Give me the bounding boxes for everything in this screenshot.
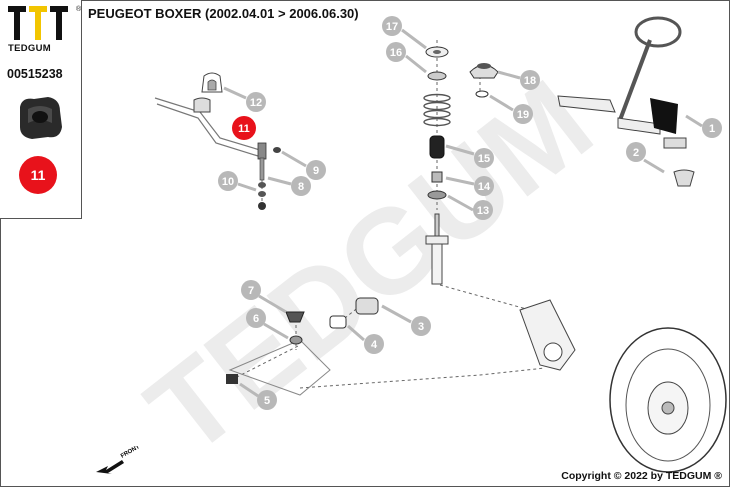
svg-text:19: 19 [517,109,529,121]
svg-text:14: 14 [478,181,491,193]
callout-3[interactable]: 3 [411,316,431,336]
svg-text:8: 8 [298,181,304,193]
logo-t-icon-3 [50,6,68,40]
callout-15[interactable]: 15 [474,148,494,168]
lower-arm-assembly [226,297,379,396]
callout-1[interactable]: 1 [702,118,722,138]
product-sidebar: ® TEDGUM 00515238 11 [0,0,82,219]
part-thumbnail [20,97,62,139]
callout-leaders [223,28,703,398]
callout-5[interactable]: 5 [257,390,277,410]
stabilizer-bushing-bracket [193,72,223,113]
svg-text:12: 12 [250,97,262,109]
tedgum-logo: ® TEDGUM [8,6,81,56]
logo-t-icon [8,6,26,40]
callout-2[interactable]: 2 [626,142,646,162]
svg-text:4: 4 [371,339,378,351]
front-label: FRONT [120,446,141,460]
svg-text:1: 1 [709,123,715,135]
top-mount [469,63,499,98]
watermark-text: TEDGUM [124,55,616,481]
callout-7[interactable]: 7 [241,280,261,300]
svg-text:15: 15 [478,153,490,165]
callout-4[interactable]: 4 [364,334,384,354]
svg-text:3: 3 [418,321,424,333]
callout-18[interactable]: 18 [520,70,540,90]
steering-knuckle [519,299,576,371]
callout-13[interactable]: 13 [473,200,493,220]
stabilizer-bar [154,97,261,157]
svg-text:13: 13 [477,205,489,217]
callout-8[interactable]: 8 [291,176,311,196]
callout-19[interactable]: 19 [513,104,533,124]
callout-14[interactable]: 14 [474,176,494,196]
svg-text:2: 2 [633,147,639,159]
callout-6[interactable]: 6 [246,308,266,328]
wheel [609,327,727,473]
callout-16[interactable]: 16 [386,42,406,62]
svg-text:5: 5 [264,395,270,407]
selected-part-badge[interactable]: 11 [19,156,57,194]
svg-text:6: 6 [253,313,259,325]
callout-17[interactable]: 17 [382,16,402,36]
svg-text:11: 11 [238,123,250,135]
registered-mark: ® [76,6,82,13]
svg-text:16: 16 [390,47,402,59]
callout-9[interactable]: 9 [306,160,326,180]
stabilizer-link [257,142,281,210]
svg-text:17: 17 [386,21,398,33]
brand-name: TEDGUM [8,43,51,54]
strut-assembly [423,46,451,285]
svg-text:7: 7 [248,285,254,297]
part-number: 00515238 [7,67,63,81]
page-title: PEUGEOT BOXER (2002.04.01 > 2006.06.30) [88,6,359,21]
copyright-notice: Copyright © 2022 by TEDGUM ® [561,470,722,482]
callout-10[interactable]: 10 [218,171,238,191]
callout-11-selected[interactable]: 11 [232,116,256,140]
logo-t-icon-2 [29,6,47,40]
front-direction-indicator: FRONT [96,446,141,474]
svg-text:18: 18 [524,75,536,87]
steering-assembly [557,16,695,187]
callout-12[interactable]: 12 [246,92,266,112]
front-arrow-icon [96,460,124,474]
svg-text:10: 10 [222,176,234,188]
svg-text:9: 9 [313,165,319,177]
